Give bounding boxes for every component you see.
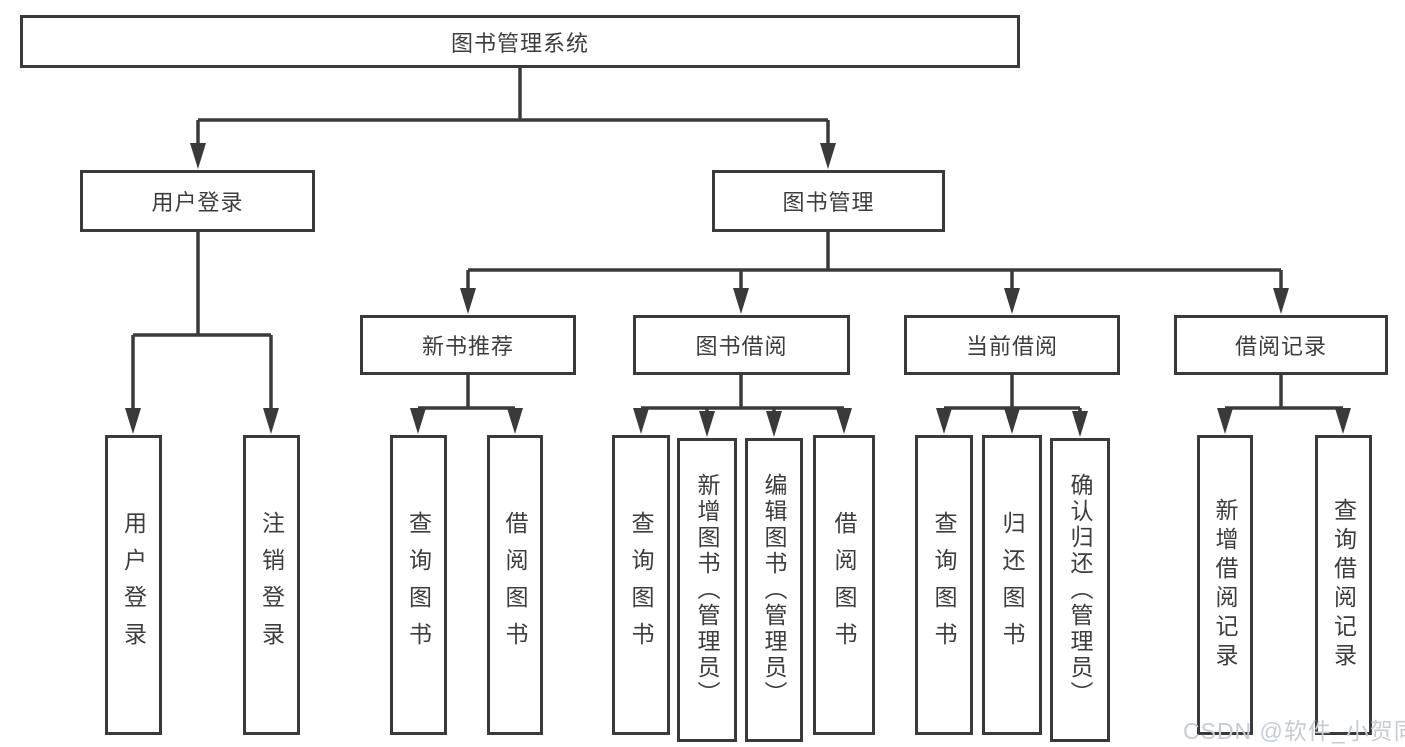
node-label: 图书管理 <box>782 190 875 215</box>
leaf-logout: 注销登录 <box>243 435 300 735</box>
leaf-query-books-2: 查询图书 <box>612 435 670 735</box>
leaf-add-borrow-record: 新增借阅记录 <box>1197 435 1253 735</box>
node-label: 借阅图书 <box>502 511 528 659</box>
node-label: 查询图书 <box>628 511 654 659</box>
csdn-watermark: CSDN @软件_小贺同学 <box>1183 718 1405 744</box>
node-label: 注销登录 <box>258 511 285 659</box>
node-book-borrowing: 图书借阅 <box>633 315 850 375</box>
node-label: 借阅图书 <box>831 511 857 659</box>
node-label: 查询借阅记录 <box>1330 498 1357 672</box>
node-label: 当前借阅 <box>965 334 1058 359</box>
node-label: 新书推荐 <box>421 334 514 359</box>
node-label: 查询图书 <box>931 511 957 659</box>
node-library-system-root: 图书管理系统 <box>20 15 1020 68</box>
node-label: 编辑图书（管理员） <box>761 473 787 707</box>
arrowheads <box>125 143 1351 437</box>
leaf-confirm-return-admin: 确认归还（管理员） <box>1050 438 1110 742</box>
node-label: 新增图书（管理员） <box>694 473 720 707</box>
connector-paths <box>131 67 1345 414</box>
node-label: 图书借阅 <box>695 334 788 359</box>
node-label: 确认归还（管理员） <box>1067 473 1093 707</box>
node-label: 归还图书 <box>999 511 1025 659</box>
node-new-book-recommend: 新书推荐 <box>360 315 576 375</box>
node-label: 图书管理系统 <box>450 30 589 56</box>
node-label: 借阅记录 <box>1234 334 1327 359</box>
leaf-user-login: 用户登录 <box>105 435 162 735</box>
leaf-query-borrow-record: 查询借阅记录 <box>1315 435 1372 735</box>
node-label: 查询图书 <box>405 511 432 659</box>
leaf-query-books-3: 查询图书 <box>915 435 973 735</box>
node-label: 用户登录 <box>120 511 147 659</box>
leaf-borrow-books-2: 借阅图书 <box>813 435 875 735</box>
leaf-query-books-1: 查询图书 <box>390 435 447 735</box>
leaf-return-books: 归还图书 <box>982 435 1042 735</box>
node-current-borrowing: 当前借阅 <box>904 315 1120 375</box>
node-label: 新增借阅记录 <box>1212 498 1238 672</box>
leaf-edit-books-admin: 编辑图书（管理员） <box>745 438 803 742</box>
leaf-add-books-admin: 新增图书（管理员） <box>677 438 737 742</box>
leaf-borrow-books-1: 借阅图书 <box>487 435 543 735</box>
node-book-management-branch: 图书管理 <box>712 170 945 232</box>
node-label: 用户登录 <box>151 190 244 215</box>
node-user-login-branch: 用户登录 <box>80 170 315 232</box>
node-borrowing-records: 借阅记录 <box>1174 315 1388 375</box>
